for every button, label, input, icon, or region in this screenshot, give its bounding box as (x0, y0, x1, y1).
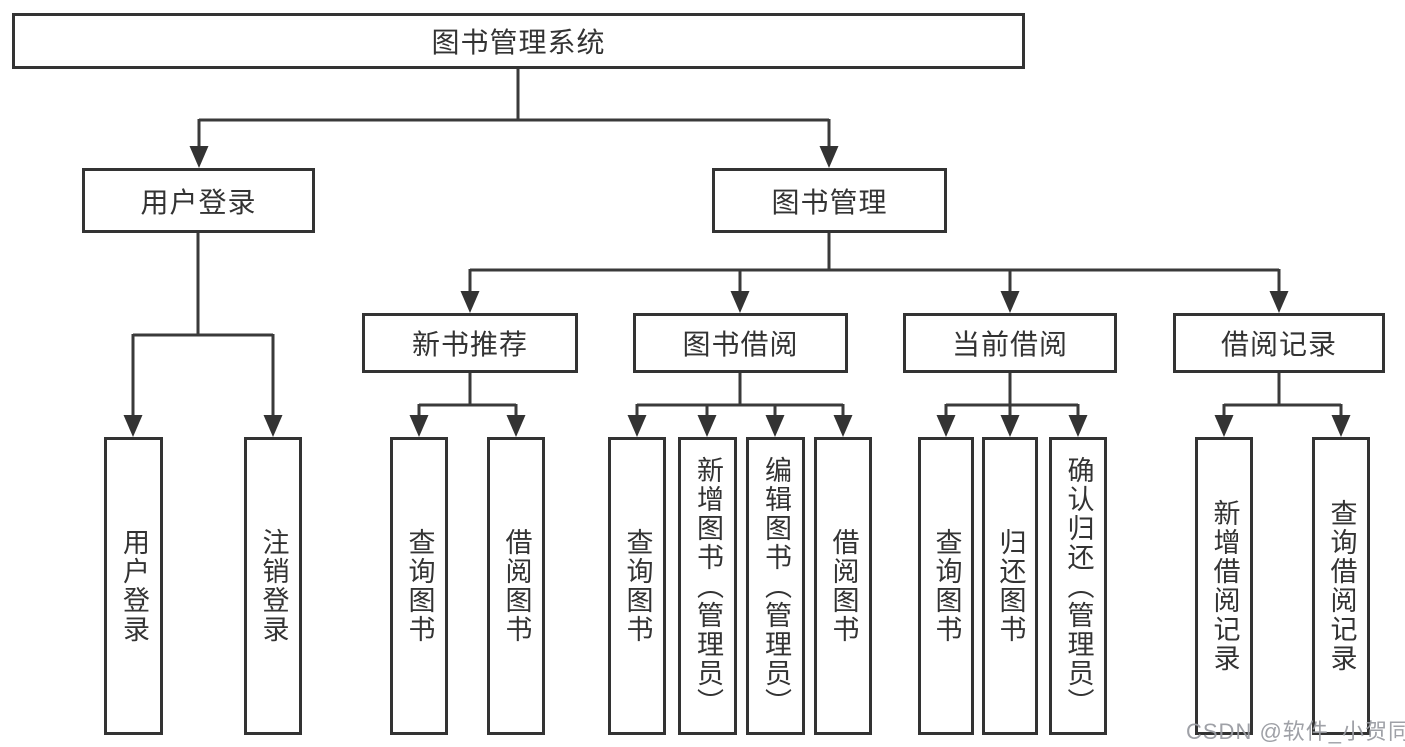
leaf-label: 注销登录 (258, 528, 289, 644)
leaf-label: 新增图书（管理员） (693, 455, 723, 717)
leaf-query-borrow-record: 查询借阅记录 (1312, 437, 1370, 735)
node-label: 图书管理 (771, 186, 888, 218)
leaf-add-borrow-record: 新增借阅记录 (1195, 437, 1253, 735)
node-label: 图书借阅 (682, 329, 799, 360)
leaf-return-book: 归还图书 (982, 437, 1038, 735)
csdn-watermark: CSDN @软件_小贺同学 (1186, 719, 1405, 744)
leaf-confirm-return-admin: 确认归还（管理员） (1049, 437, 1107, 735)
leaf-label: 归还图书 (995, 528, 1026, 644)
leaf-label: 借阅图书 (501, 528, 532, 644)
leaf-user-login: 用户登录 (104, 437, 163, 735)
leaf-edit-book-admin: 编辑图书（管理员） (746, 437, 805, 735)
node-library-management-system: 图书管理系统 (12, 13, 1025, 69)
leaf-query-book-current: 查询图书 (918, 437, 974, 735)
leaf-logout: 注销登录 (244, 437, 302, 735)
leaf-label: 查询图书 (622, 528, 653, 644)
leaf-label: 借阅图书 (828, 528, 859, 644)
node-label: 借阅记录 (1220, 329, 1337, 360)
node-book-management: 图书管理 (712, 168, 947, 233)
node-borrow-record: 借阅记录 (1173, 313, 1385, 373)
node-label: 图书管理系统 (431, 27, 606, 58)
leaf-borrow-book: 借阅图书 (814, 437, 872, 735)
node-current-borrow: 当前借阅 (903, 313, 1117, 373)
leaf-borrow-book-recommend: 借阅图书 (487, 437, 545, 735)
node-new-book-recommend: 新书推荐 (362, 313, 578, 373)
leaf-add-book-admin: 新增图书（管理员） (678, 437, 737, 735)
leaf-label: 编辑图书（管理员） (761, 455, 791, 717)
leaf-label: 查询借阅记录 (1326, 499, 1357, 673)
leaf-label: 查询图书 (404, 528, 435, 644)
leaf-label: 用户登录 (119, 528, 149, 644)
leaf-label: 确认归还（管理员） (1063, 455, 1094, 717)
node-user-login: 用户登录 (82, 168, 315, 233)
leaf-label: 查询图书 (931, 528, 962, 644)
leaf-query-book-recommend: 查询图书 (390, 437, 448, 735)
arrowheads (123, 146, 1351, 437)
node-book-borrow: 图书借阅 (633, 313, 848, 373)
leaf-query-book: 查询图书 (608, 437, 666, 735)
node-label: 当前借阅 (951, 329, 1068, 360)
leaf-label: 新增借阅记录 (1209, 499, 1240, 673)
node-label: 新书推荐 (411, 329, 528, 360)
node-label: 用户登录 (140, 186, 257, 218)
